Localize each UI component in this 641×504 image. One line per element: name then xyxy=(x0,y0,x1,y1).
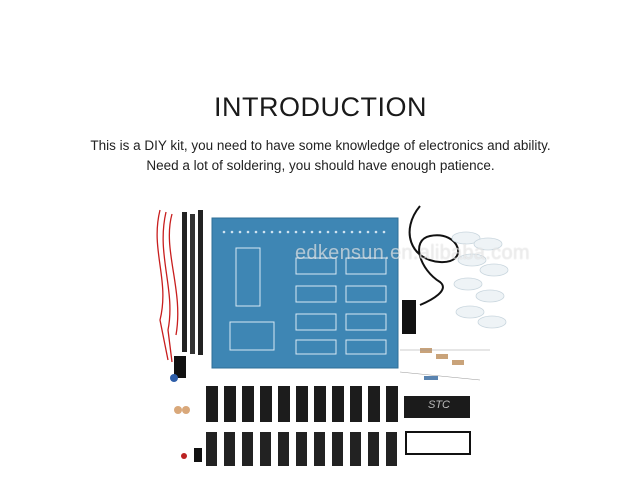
red-wires xyxy=(156,209,179,363)
watermark-text: edkensun.en.alibaba.com xyxy=(295,242,530,264)
pin-headers xyxy=(182,210,203,355)
usb-cable xyxy=(402,205,460,334)
page-title: INTRODUCTION xyxy=(214,92,427,122)
intro-text: This is a DIY kit, you need to have some… xyxy=(0,136,641,176)
intro-line-2: Need a lot of soldering, you should have… xyxy=(146,158,495,173)
chip-marking: STC xyxy=(428,399,450,411)
ic-chips xyxy=(206,432,397,466)
mcu-chip xyxy=(404,396,471,455)
intro-line-1: This is a DIY kit, you need to have some… xyxy=(90,138,551,153)
pcb-board xyxy=(211,217,399,369)
leds xyxy=(451,231,509,329)
small-parts xyxy=(170,356,202,462)
resistors xyxy=(399,348,490,381)
ic-sockets xyxy=(206,386,398,422)
